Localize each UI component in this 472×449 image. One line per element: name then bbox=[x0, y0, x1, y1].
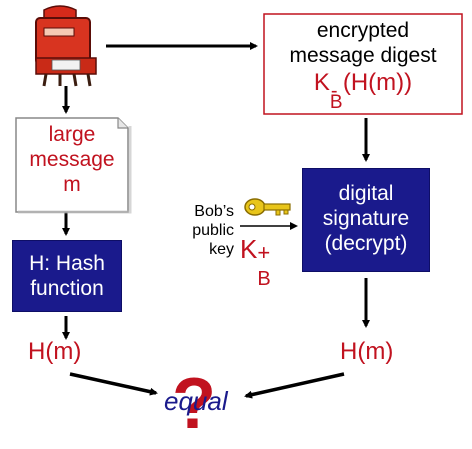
document-shape bbox=[15, 117, 132, 214]
public-key-sub: B bbox=[257, 268, 271, 290]
signature-line1: digital bbox=[338, 182, 394, 205]
key-label-line2: public bbox=[192, 222, 234, 239]
key-label-line3: key bbox=[209, 241, 234, 258]
public-key-sup: + bbox=[257, 240, 271, 265]
digital-signature-box: digital signature (decrypt) bbox=[302, 168, 430, 272]
hash-line1: H: Hash bbox=[29, 252, 105, 275]
key-label: Bob’s public key bbox=[168, 202, 234, 259]
public-key-symbol: K+ B bbox=[240, 234, 290, 290]
key-label-line1: Bob’s bbox=[194, 203, 234, 220]
digest-formula-sub: B bbox=[329, 92, 343, 113]
signature-line2: signature bbox=[322, 207, 410, 230]
hm-right-label: H(m) bbox=[340, 338, 394, 365]
key-icon bbox=[244, 198, 291, 216]
digest-formula-sup: - bbox=[330, 80, 338, 102]
hash-line2: function bbox=[30, 277, 104, 300]
digest-formula-k: K bbox=[313, 69, 330, 96]
digest-box-border bbox=[263, 13, 463, 115]
signature-line3: (decrypt) bbox=[324, 232, 408, 255]
hash-function-box: H: Hash function bbox=[12, 240, 122, 312]
mailbox-icon bbox=[35, 5, 97, 87]
arrow-left-to-equal bbox=[69, 372, 158, 396]
arrow-right-to-equal bbox=[244, 372, 345, 399]
digest-line1: encrypted bbox=[316, 19, 410, 42]
message-line2: message bbox=[29, 148, 115, 171]
message-line1: large bbox=[48, 123, 96, 146]
digest-formula-rest: (H(m)) bbox=[342, 69, 413, 96]
message-line3: m bbox=[63, 173, 81, 196]
public-key-k: K bbox=[240, 234, 258, 264]
question-mark-icon: ? bbox=[172, 364, 216, 444]
digest-line2: message digest bbox=[289, 44, 437, 67]
large-message-doc: large message m bbox=[16, 122, 128, 197]
hm-left-label: H(m) bbox=[28, 338, 82, 365]
digest-formula: K-B(H(m)) bbox=[264, 68, 462, 113]
digest-box: encrypted message digest K-B(H(m)) bbox=[264, 14, 462, 114]
equal-label: equal bbox=[164, 386, 228, 416]
